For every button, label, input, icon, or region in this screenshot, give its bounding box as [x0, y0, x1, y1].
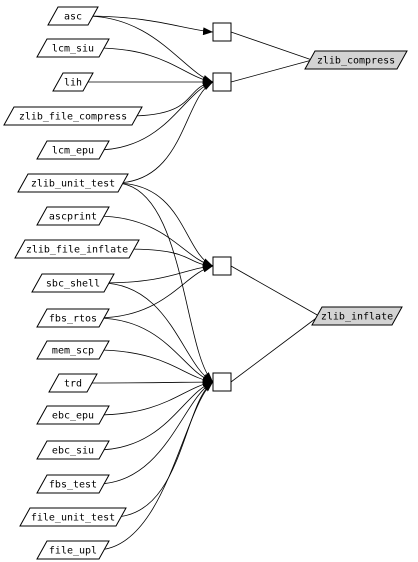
node-label: zlib_file_inflate: [26, 245, 128, 256]
node-label: lih: [64, 78, 82, 89]
node-shape: [36, 440, 110, 460]
node-shape: [31, 273, 115, 293]
node-label: asc: [64, 12, 82, 23]
node-shape: [47, 6, 99, 26]
node-shape: [19, 507, 127, 527]
node-label: ebc_epu: [52, 411, 94, 422]
edge-j1-to-zlib_compress: [230, 31, 313, 61]
source-node-file_upl[interactable]: file_upl: [36, 540, 110, 560]
node-shape: [311, 306, 403, 326]
source-node-zlib_file_inflate[interactable]: zlib_file_inflate: [14, 239, 140, 259]
edge-fbs_rtos-to-j4: [95, 317, 214, 383]
edge-zlib_unit_test-to-j3: [114, 182, 214, 267]
node-label: ebc_siu: [52, 446, 94, 457]
junction-box-j4[interactable]: [212, 372, 232, 392]
target-node-zlib_compress[interactable]: zlib_compress: [304, 50, 408, 70]
node-shape: [36, 308, 110, 328]
node-label: zlib_inflate: [321, 312, 393, 323]
node-shape: [14, 239, 140, 259]
edge-j4-to-zlib_inflate: [230, 315, 320, 383]
node-label: zlib_file_compress: [19, 112, 127, 123]
node-label: fbs_test: [49, 480, 97, 491]
source-node-fbs_test[interactable]: fbs_test: [36, 474, 110, 494]
edge-j2-to-zlib_compress: [230, 59, 313, 83]
node-label: lcm_epu: [52, 146, 94, 157]
source-node-lih[interactable]: lih: [52, 72, 94, 92]
node-label: file_unit_test: [31, 513, 115, 524]
edge-file_unit_test-to-j4: [112, 381, 214, 518]
node-shape: [17, 173, 129, 193]
junction-box-j2[interactable]: [212, 72, 232, 92]
source-node-fbs_rtos[interactable]: fbs_rtos: [36, 308, 110, 328]
edge-ebc_siu-to-j4: [95, 381, 214, 451]
edge-asc-to-j2: [84, 15, 214, 83]
node-shape: [36, 474, 110, 494]
node-shape: [36, 38, 110, 58]
node-shape: [36, 540, 110, 560]
edge-trd-to-j4: [83, 378, 214, 387]
source-node-zlib_file_compress[interactable]: zlib_file_compress: [3, 106, 143, 126]
target-node-zlib_inflate[interactable]: zlib_inflate: [311, 306, 403, 326]
source-node-ascprint[interactable]: ascprint: [36, 206, 110, 226]
source-node-trd[interactable]: trd: [48, 373, 98, 393]
node-label: trd: [64, 379, 82, 390]
node-label: fbs_rtos: [49, 314, 97, 325]
source-node-zlib_unit_test[interactable]: zlib_unit_test: [17, 173, 129, 193]
nodes-layer: asclcm_siulihzlib_file_compresslcm_epuzl…: [3, 6, 408, 560]
edge-j3-to-zlib_inflate: [230, 265, 320, 317]
node-label: file_upl: [49, 546, 97, 557]
edge-file_upl-to-j4: [95, 381, 214, 551]
node-label: zlib_compress: [317, 56, 395, 67]
edges-layer: [80, 15, 320, 551]
source-node-lcm_siu[interactable]: lcm_siu: [36, 38, 110, 58]
source-node-ebc_siu[interactable]: ebc_siu: [36, 440, 110, 460]
edge-zlib_file_inflate-to-j3: [125, 248, 214, 270]
node-label: lcm_siu: [52, 44, 94, 55]
node-shape: [52, 72, 94, 92]
node-label: mem_scp: [52, 346, 94, 357]
source-node-lcm_epu[interactable]: lcm_epu: [36, 140, 110, 160]
node-label: ascprint: [49, 212, 97, 223]
node-shape: [36, 405, 110, 425]
junction-box-j3[interactable]: [212, 256, 232, 276]
edge-sbc_shell-to-j4: [100, 282, 214, 383]
edge-lcm_siu-to-j2: [95, 47, 214, 85]
edge-zlib_unit_test-to-j4: [114, 182, 214, 383]
edge-fbs_rtos-to-j3: [95, 264, 214, 319]
node-shape: [36, 340, 110, 360]
node-shape: [36, 140, 110, 160]
source-node-sbc_shell[interactable]: sbc_shell: [31, 273, 115, 293]
edge-asc-to-j1: [84, 15, 214, 36]
node-shape: [304, 50, 408, 70]
node-label: zlib_unit_test: [31, 179, 115, 190]
edge-fbs_test-to-j4: [95, 381, 214, 485]
node-label: sbc_shell: [46, 279, 100, 290]
source-node-mem_scp[interactable]: mem_scp: [36, 340, 110, 360]
source-node-ebc_epu[interactable]: ebc_epu: [36, 405, 110, 425]
node-shape: [48, 373, 98, 393]
source-node-file_unit_test[interactable]: file_unit_test: [19, 507, 127, 527]
edge-mem_scp-to-j4: [95, 349, 214, 385]
junction-box-j1[interactable]: [212, 22, 232, 42]
source-node-asc[interactable]: asc: [47, 6, 99, 26]
edge-zlib_file_compress-to-j2: [128, 79, 214, 117]
node-shape: [36, 206, 110, 226]
edge-zlib_unit_test-to-j2: [114, 81, 214, 184]
node-shape: [3, 106, 143, 126]
